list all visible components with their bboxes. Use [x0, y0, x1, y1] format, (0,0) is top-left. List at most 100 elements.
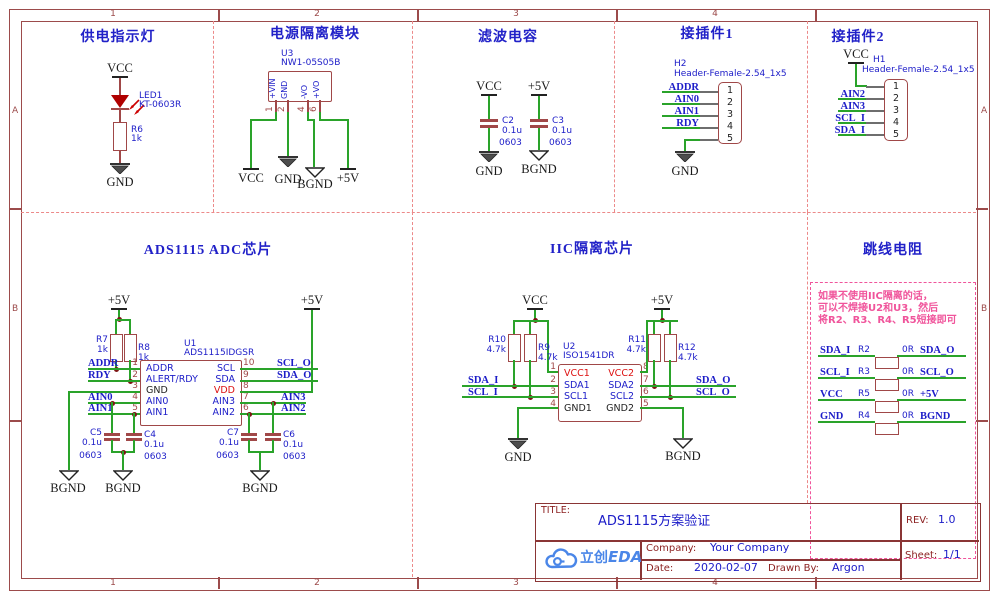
h1-part[interactable]: Header-Female-2.54_1x5	[862, 65, 975, 75]
vcc-net-label[interactable]: VCC	[107, 61, 133, 75]
net-label-ain1[interactable]: AIN1	[674, 106, 699, 117]
c5-package[interactable]: 0603	[79, 451, 102, 461]
c4-value[interactable]: 0.1u	[144, 440, 165, 450]
r12-value[interactable]: 4.7k	[678, 353, 698, 363]
connector-h1[interactable]	[884, 79, 908, 141]
u3-ref[interactable]: U3	[281, 49, 294, 59]
net-label-addr[interactable]: ADDR	[88, 358, 119, 369]
jumper4-right-net[interactable]: BGND	[920, 411, 951, 422]
net-label-addr[interactable]: ADDR	[668, 82, 699, 93]
section-title-filter-caps[interactable]: 滤波电容	[478, 30, 538, 45]
r6-ref[interactable]: R6	[131, 125, 143, 135]
section-title-adc[interactable]: ADS1115 ADC芯片	[143, 243, 273, 258]
jumper1-right-net[interactable]: SDA_O	[920, 345, 955, 356]
jumper4-ref[interactable]: R4	[858, 411, 870, 421]
section-title-iic[interactable]: IIC隔离芯片	[549, 242, 635, 257]
adc-5v-right[interactable]: +5V	[300, 293, 324, 307]
c3-package[interactable]: 0603	[549, 138, 572, 148]
jumper4-left-net[interactable]: GND	[820, 411, 844, 422]
gnd-symbol-icon[interactable]	[508, 438, 528, 449]
r7-value[interactable]: 1k	[97, 345, 108, 355]
net-label-ain3[interactable]: AIN3	[281, 392, 306, 403]
chip-u2[interactable]	[558, 364, 642, 422]
jumper-note-line2[interactable]: 可以不焊接U2和U3，然后	[818, 303, 939, 314]
iic-gnd-net[interactable]: GND	[504, 450, 532, 464]
bgnd-symbol-icon[interactable]	[113, 470, 133, 481]
r10-ref[interactable]: R10	[488, 335, 506, 345]
h1-vcc-net[interactable]: VCC	[843, 47, 869, 61]
c4-package[interactable]: 0603	[144, 452, 167, 462]
r9-ref[interactable]: R9	[538, 343, 550, 353]
sheet-title[interactable]: ADS1115方案验证	[598, 514, 711, 529]
jumper3-value[interactable]: 0R	[902, 389, 914, 399]
jumper3-ref[interactable]: R5	[858, 389, 870, 399]
u1-part[interactable]: ADS1115IDGSR	[184, 348, 255, 358]
r11-ref[interactable]: R11	[628, 335, 646, 345]
net-label-scl-i[interactable]: SCL_I	[835, 113, 865, 124]
c2-ref[interactable]: C2	[502, 116, 515, 126]
date-value[interactable]: 2020-02-07	[694, 561, 758, 574]
c5-ref[interactable]: C5	[89, 428, 102, 438]
r12-ref[interactable]: R12	[678, 343, 696, 353]
net-label-sda-i[interactable]: SDA_I	[834, 125, 865, 136]
c6-value[interactable]: 0.1u	[283, 440, 304, 450]
c3-bot-net[interactable]: BGND	[521, 162, 557, 176]
jumper2-right-net[interactable]: SCL_O	[920, 367, 954, 378]
section-title-header2[interactable]: 接插件2	[831, 30, 885, 45]
net-label-scl-o[interactable]: SCL_O	[696, 387, 730, 398]
net-label-scl-o[interactable]: SCL_O	[277, 358, 311, 369]
c6-package[interactable]: 0603	[283, 452, 306, 462]
resistor-r12[interactable]	[664, 334, 677, 362]
gnd-symbol-icon[interactable]	[675, 151, 695, 162]
bgnd-symbol-icon[interactable]	[529, 150, 549, 161]
section-title-header1[interactable]: 接插件1	[680, 27, 734, 42]
jumper1-value[interactable]: 0R	[902, 345, 914, 355]
net-label-sda-o[interactable]: SDA_O	[696, 375, 731, 386]
h2-gnd-net[interactable]: GND	[671, 164, 699, 178]
u2-part[interactable]: ISO1541DR	[563, 351, 615, 361]
c2-package[interactable]: 0603	[499, 138, 522, 148]
resistor-r6[interactable]	[113, 122, 127, 151]
h2-ref[interactable]: H2	[674, 59, 687, 69]
jumper1-left-net[interactable]: SDA_I	[820, 345, 851, 356]
section-title-jumpers[interactable]: 跳线电阻	[863, 243, 923, 258]
u3-part[interactable]: NW1-05S05B	[281, 58, 341, 68]
company-value[interactable]: Your Company	[710, 541, 790, 554]
chip-u1[interactable]	[140, 360, 242, 426]
bgnd-net-3[interactable]: BGND	[242, 481, 278, 495]
u2-ref[interactable]: U2	[563, 342, 576, 352]
c3-ref[interactable]: C3	[552, 116, 565, 126]
jumper3-left-net[interactable]: VCC	[820, 389, 843, 400]
resistor-r5[interactable]	[875, 401, 899, 413]
c6-ref[interactable]: C6	[283, 430, 296, 440]
c2-top-net[interactable]: VCC	[476, 79, 502, 93]
resistor-r4[interactable]	[875, 423, 899, 435]
jumper2-left-net[interactable]: SCL_I	[820, 367, 850, 378]
r6-value[interactable]: 1k	[131, 134, 142, 144]
led-part[interactable]: KT-0603R	[139, 100, 182, 110]
gnd-symbol-icon[interactable]	[110, 163, 130, 174]
section-title-power-module[interactable]: 电源隔离模块	[270, 27, 360, 42]
gnd-symbol-icon[interactable]	[479, 151, 499, 162]
jumper2-ref[interactable]: R3	[858, 367, 870, 377]
led-ref[interactable]: LED1	[139, 91, 163, 101]
net-label-ain0[interactable]: AIN0	[88, 392, 113, 403]
resistor-r10[interactable]	[508, 334, 521, 362]
c2-value[interactable]: 0.1u	[502, 126, 523, 136]
u3-net-gnd[interactable]: GND	[274, 172, 302, 186]
drawn-by-value[interactable]: Argon	[832, 561, 865, 574]
bgnd-net-1[interactable]: BGND	[50, 481, 86, 495]
resistor-r2[interactable]	[875, 357, 899, 369]
jumper4-value[interactable]: 0R	[902, 411, 914, 421]
adc-5v-left[interactable]: +5V	[107, 293, 131, 307]
net-label-ain2[interactable]: AIN2	[840, 89, 865, 100]
resistor-r3[interactable]	[875, 379, 899, 391]
r10-value[interactable]: 4.7k	[486, 345, 506, 355]
net-label-ain1[interactable]: AIN1	[88, 403, 113, 414]
bgnd-symbol-icon[interactable]	[250, 470, 270, 481]
u3-net-vcc[interactable]: VCC	[238, 171, 264, 185]
bgnd-symbol-icon[interactable]	[305, 167, 325, 178]
led-symbol[interactable]	[111, 95, 129, 108]
net-label-scl-i[interactable]: SCL_I	[468, 387, 498, 398]
c7-ref[interactable]: C7	[226, 428, 239, 438]
